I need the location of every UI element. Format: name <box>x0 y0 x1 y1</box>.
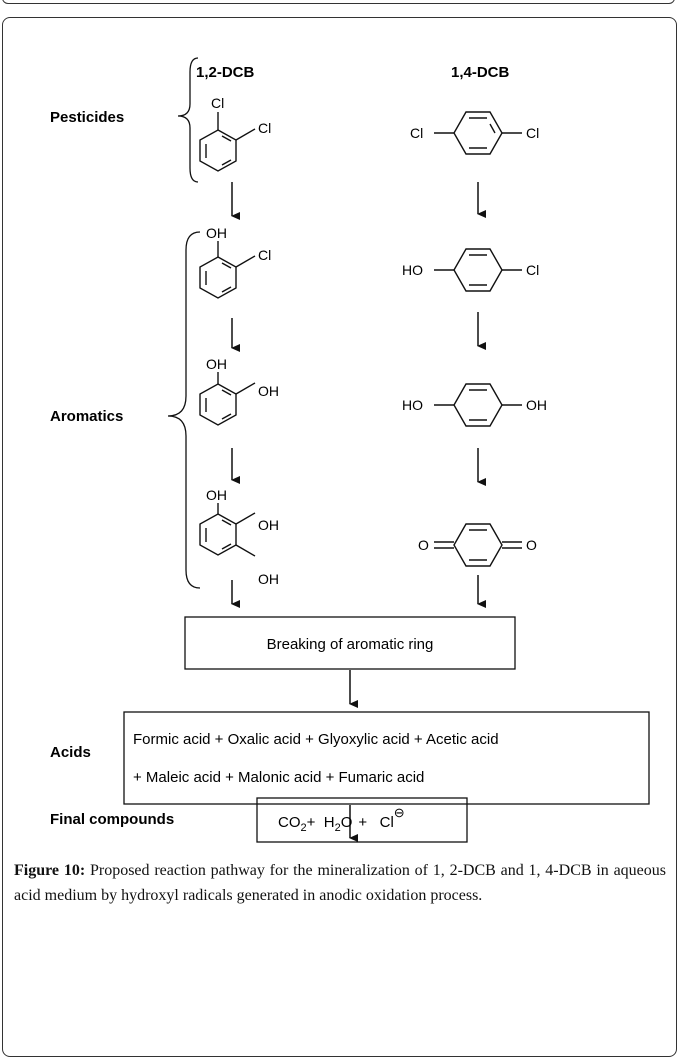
final-compounds-label: Final compounds <box>50 811 174 828</box>
dcb12-cl-1: Cl <box>211 95 224 111</box>
figure-caption: Figure 10: Proposed reaction pathway for… <box>14 858 666 908</box>
aromatics-label: Aromatics <box>50 408 123 425</box>
hydroquinone-oh: OH <box>526 397 547 413</box>
dcb14-structure <box>434 111 522 155</box>
acids-line-1: Formic acid + Oxalic acid + Glyoxylic ac… <box>133 731 499 748</box>
dcb14-cl-1: Cl <box>410 125 423 141</box>
acids-line-2: + Maleic acid + Malonic acid + Fumaric a… <box>133 769 424 786</box>
chlorophenol-para-structure <box>434 248 522 292</box>
hydroquinone-structure <box>434 383 522 427</box>
hydroquinone-ho: HO <box>402 397 423 413</box>
benzoquinone-structure <box>434 523 522 567</box>
dcb14-cl-2: Cl <box>526 125 539 141</box>
benzoquinone-o-2: O <box>526 537 537 553</box>
catechol-structure <box>199 372 256 426</box>
pesticides-label: Pesticides <box>50 109 124 126</box>
pyrogallol-oh-3: OH <box>258 571 279 587</box>
ring-breaking-text: Breaking of aromatic ring <box>267 636 434 653</box>
pyrogallol-structure <box>199 503 256 557</box>
catechol-oh-2: OH <box>258 383 279 399</box>
ring-breaking-box <box>184 616 516 670</box>
dcb14-label: 1,4-DCB <box>451 64 510 81</box>
dcb12-label: 1,2-DCB <box>196 64 255 81</box>
chlorophenol-cl: Cl <box>258 247 271 263</box>
dcb12-structure <box>199 112 256 172</box>
acids-box <box>123 711 650 805</box>
pyrogallol-oh-2: OH <box>258 517 279 533</box>
acids-label: Acids <box>50 744 91 761</box>
benzoquinone-o-1: O <box>418 537 429 553</box>
reaction-pathway-diagram: 1,2-DCB 1,4-DCB Pesticides Aromatics Aci… <box>50 57 650 842</box>
pesticides-brace <box>177 57 199 183</box>
chlorophenol-para-ho: HO <box>402 262 423 278</box>
dcb12-cl-2: Cl <box>258 120 271 136</box>
caption-text: Proposed reaction pathway for the minera… <box>14 862 667 904</box>
caption-label: Figure 10: <box>14 862 86 879</box>
catechol-oh-1: OH <box>206 356 227 372</box>
chlorophenol-structure <box>199 241 256 299</box>
pyrogallol-oh-1: OH <box>206 487 227 503</box>
chlorophenol-para-cl: Cl <box>526 262 539 278</box>
aromatics-brace <box>167 231 201 589</box>
chlorophenol-oh: OH <box>206 225 227 241</box>
